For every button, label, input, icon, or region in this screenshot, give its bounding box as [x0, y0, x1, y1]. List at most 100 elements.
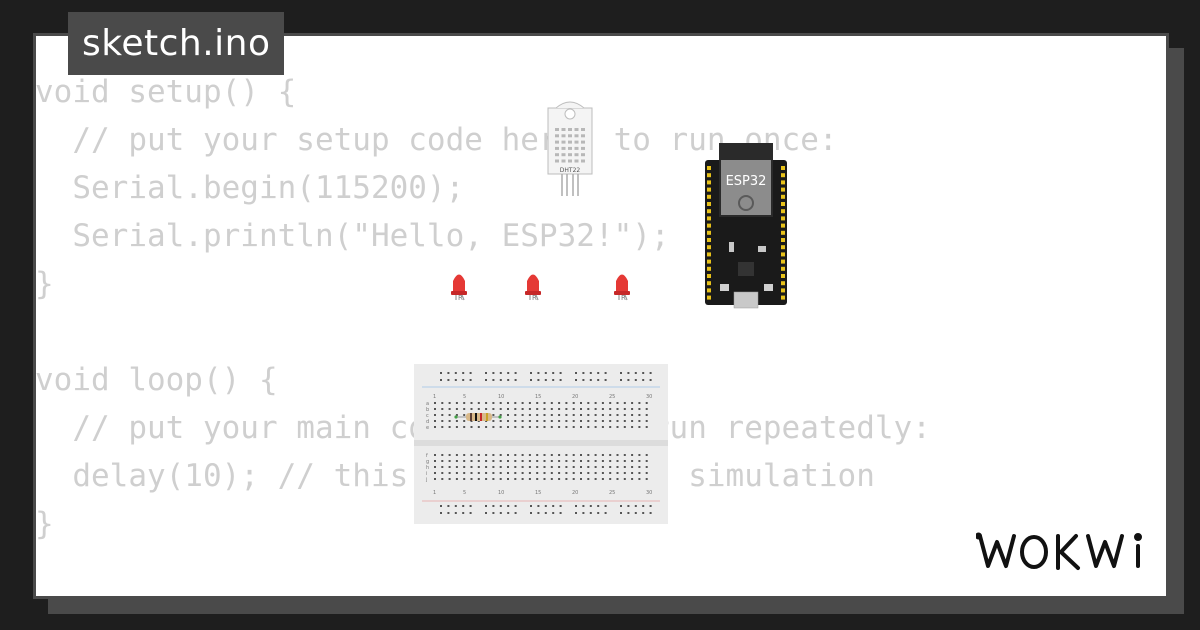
- breadboard-hole: [434, 408, 436, 410]
- rail-hole: [559, 379, 562, 381]
- breadboard-hole: [492, 472, 495, 474]
- rail-hole: [597, 379, 600, 381]
- dht22-sensor[interactable]: DHT22: [547, 101, 593, 196]
- breadboard-hole: [550, 408, 553, 410]
- breadboard-hole: [616, 478, 619, 480]
- breadboard-hole: [514, 420, 517, 422]
- vent-slot: [568, 128, 572, 131]
- code-line: void loop() {: [35, 362, 278, 398]
- breadboard-hole: [631, 478, 634, 480]
- pin: [781, 274, 785, 278]
- rail-hole: [544, 505, 547, 507]
- vent-slot: [581, 146, 585, 150]
- code-line: }: [35, 506, 54, 542]
- pin: [781, 252, 785, 257]
- breadboard-hole: [536, 402, 539, 404]
- breadboard-hole: [492, 414, 495, 416]
- rail-hole: [627, 379, 630, 381]
- breadboard-hole: [543, 420, 546, 422]
- breadboard-hole: [434, 402, 436, 404]
- breadboard-hole: [601, 402, 604, 404]
- pin: [707, 230, 711, 235]
- vent-slot: [574, 146, 579, 150]
- breadboard-hole: [572, 478, 575, 480]
- breadboard-hole: [528, 414, 531, 416]
- resistor[interactable]: [454, 413, 502, 421]
- rail-hole: [440, 372, 442, 374]
- breadboard-hole: [572, 402, 575, 404]
- rail-hole: [642, 372, 645, 374]
- rail-hole: [634, 372, 637, 374]
- rail-hole: [485, 505, 487, 507]
- vent-slot: [555, 159, 559, 163]
- breadboard-hole: [543, 408, 546, 410]
- breadboard-hole: [499, 402, 502, 404]
- vent-slot: [555, 128, 559, 131]
- breadboard-hole: [631, 454, 634, 456]
- breadboard-hole: [550, 402, 553, 404]
- rail-hole: [634, 512, 637, 514]
- rail-hole: [499, 379, 502, 381]
- breadboard-hole: [594, 460, 597, 462]
- rail-hole: [514, 372, 517, 374]
- breadboard[interactable]: 1 5 10 15 20 25 30 1 5 10 15 20 25 30 a …: [414, 364, 668, 524]
- code-line: }: [35, 266, 54, 302]
- led-red-1[interactable]: R: [451, 274, 467, 303]
- breadboard-hole: [543, 402, 546, 404]
- breadboard-hole: [514, 426, 517, 428]
- rail-hole: [454, 512, 457, 514]
- led-red-3[interactable]: R: [614, 274, 630, 303]
- breadboard-hole: [485, 408, 488, 410]
- rail-hole: [462, 512, 465, 514]
- column-number: 25: [609, 490, 615, 496]
- breadboard-hole: [645, 472, 648, 474]
- file-tab[interactable]: sketch.ino: [68, 12, 285, 75]
- rail-hole: [642, 379, 645, 381]
- led-red-2[interactable]: R: [525, 274, 541, 303]
- rail-hole: [604, 512, 607, 514]
- breadboard-hole: [580, 454, 582, 456]
- rail-hole: [530, 505, 532, 507]
- vent-slot: [555, 146, 559, 150]
- breadboard-hole: [499, 460, 502, 462]
- breadboard-hole: [616, 466, 619, 468]
- pin: [707, 202, 711, 206]
- breadboard-hole: [543, 478, 546, 480]
- breadboard-hole: [558, 414, 561, 416]
- pin: [707, 288, 711, 293]
- breadboard-hole: [558, 408, 561, 410]
- breadboard-hole: [499, 426, 502, 428]
- breadboard-hole: [499, 414, 502, 416]
- row-letter: e: [426, 425, 429, 431]
- breadboard-hole: [565, 478, 568, 480]
- breadboard-hole: [441, 408, 444, 410]
- breadboard-hole: [434, 420, 436, 422]
- breadboard-hole: [572, 460, 575, 462]
- breadboard-hole: [521, 426, 524, 428]
- pin: [781, 295, 785, 300]
- breadboard-hole: [623, 420, 626, 422]
- vent-slot: [581, 159, 585, 163]
- rail-hole: [575, 512, 577, 514]
- vent-slot: [561, 146, 566, 150]
- breadboard-hole: [587, 414, 590, 416]
- vent-slot: [568, 134, 572, 138]
- breadboard-hole: [631, 414, 634, 416]
- rail-hole: [530, 512, 532, 514]
- breadboard-hole: [448, 414, 451, 416]
- breadboard-hole: [609, 408, 612, 410]
- rail-hole: [544, 372, 547, 374]
- breadboard-hole: [536, 420, 539, 422]
- breadboard-hole: [463, 414, 466, 416]
- rail-hole: [589, 372, 592, 374]
- esp32-board[interactable]: ESP32: [705, 143, 787, 309]
- vent-slot: [581, 140, 585, 144]
- vent-slot: [574, 140, 579, 144]
- breadboard-hole: [521, 466, 524, 468]
- breadboard-hole: [565, 402, 568, 404]
- breadboard-hole: [536, 472, 539, 474]
- breadboard-hole: [601, 420, 604, 422]
- breadboard-hole: [645, 414, 648, 416]
- breadboard-hole: [609, 472, 612, 474]
- breadboard-hole: [609, 466, 612, 468]
